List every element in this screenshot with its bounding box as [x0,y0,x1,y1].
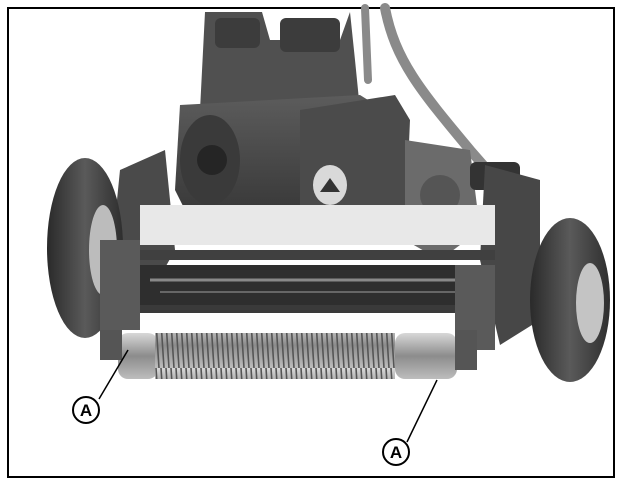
handle [361,3,510,195]
callout-leader-left [98,349,129,400]
right-wheel [530,218,610,382]
front-roller [100,330,477,379]
callout-a-right: A [382,438,410,466]
callout-label: A [390,443,402,462]
callout-label: A [80,401,92,420]
callout-leader-right [406,379,438,443]
callout-a-left: A [72,396,100,424]
